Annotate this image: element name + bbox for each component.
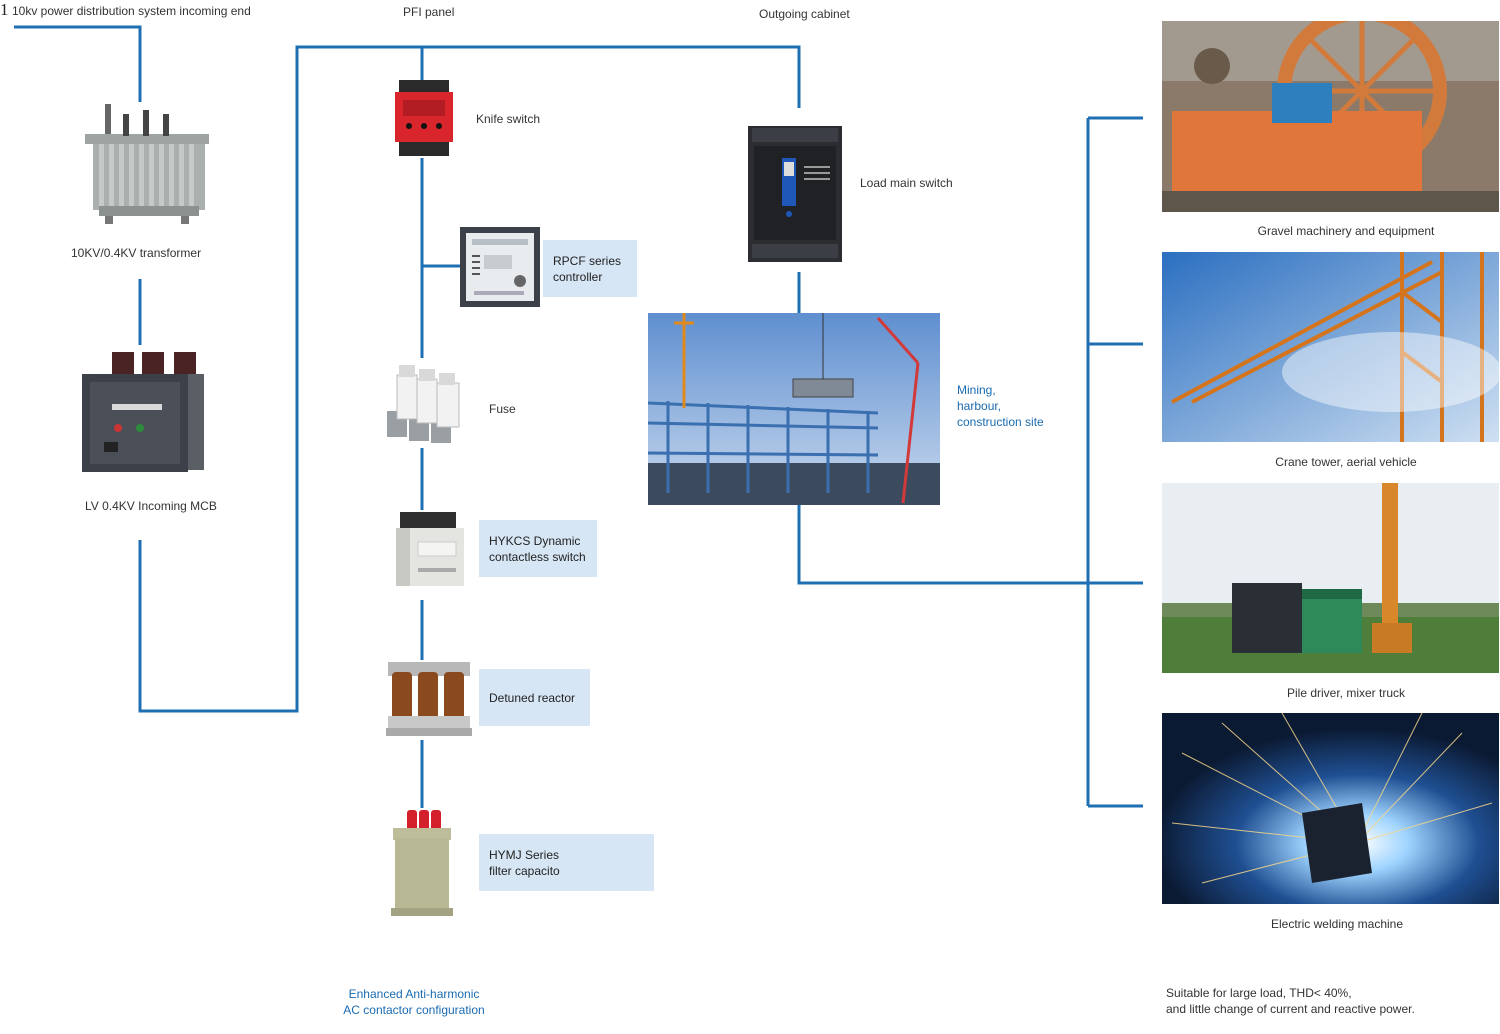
filter-capacitor-label-box: HYMJ Series filter capacito	[479, 834, 654, 891]
rpcf-label-line-1: RPCF series	[553, 253, 622, 268]
gravel-machinery-photo	[1162, 21, 1499, 212]
mcb-image	[82, 352, 204, 474]
wire-mcb-bus	[138, 45, 801, 713]
fuse-image	[385, 365, 467, 445]
knife-switch-image	[395, 80, 453, 158]
hykcs-label-line-1: HYKCS Dynamic	[489, 533, 581, 548]
knife-switch-label: Knife switch	[476, 112, 541, 126]
pfi-panel-label: PFI panel	[403, 5, 455, 19]
app-label-welding: Electric welding machine	[1270, 917, 1404, 931]
crane-tower-photo	[1162, 252, 1499, 442]
welding-photo	[1162, 713, 1499, 904]
hymj-label-line-2: filter capacito	[489, 863, 560, 878]
filter-capacitor-image	[389, 810, 455, 918]
pfi-footer-line-1: Enhanced Anti-harmonic	[348, 987, 480, 1001]
construction-site-photo	[648, 313, 940, 505]
outgoing-cabinet-label: Outgoing cabinet	[759, 7, 850, 21]
apps-footer-line-1: Suitable for large load, THD< 40%,	[1166, 986, 1352, 1000]
load-main-switch-image	[748, 126, 842, 262]
site-label-line-2: harbour,	[957, 399, 1002, 413]
transformer-label: 10KV/0.4KV transformer	[71, 246, 202, 260]
rpcf-label-line-2: controller	[553, 269, 603, 284]
fuse-label: Fuse	[489, 402, 516, 416]
pile-driver-photo	[1162, 483, 1499, 673]
apps-footer-line-2: and little change of current and reactiv…	[1166, 1002, 1415, 1016]
rpcf-controller-image	[460, 227, 540, 307]
transformer-image	[85, 104, 211, 226]
load-main-switch-label: Load main switch	[860, 176, 953, 190]
detuned-reactor-label: Detuned reactor	[489, 690, 576, 705]
site-label-line-1: Mining,	[957, 383, 996, 397]
applications-footer-note: Suitable for large load, THD< 40%, and l…	[1166, 985, 1415, 1017]
app-label-pile: Pile driver, mixer truck	[1286, 686, 1406, 700]
app-label-crane: Crane tower, aerial vehicle	[1275, 455, 1417, 469]
site-label-line-3: construction site	[957, 415, 1044, 429]
site-label: Mining, harbour, construction site	[957, 382, 1044, 430]
detuned-reactor-image	[386, 658, 472, 738]
app-label-gravel: Gravel machinery and equipment	[1257, 224, 1435, 238]
pfi-footer-note: Enhanced Anti-harmonic AC contactor conf…	[340, 986, 488, 1018]
wire-site-apps	[797, 504, 1143, 585]
pfi-footer-line-2: AC contactor configuration	[343, 1003, 485, 1017]
incoming-end-label: 10kv power distribution system incoming …	[12, 4, 251, 18]
hykcs-label-line-2: contactless switch	[489, 549, 586, 564]
rpcf-controller-label-box: RPCF series controller	[543, 240, 637, 297]
hymj-label-line-1: HYMJ Series	[489, 847, 560, 862]
mcb-label: LV 0.4KV Incoming MCB	[85, 499, 217, 513]
diagram-index: 1	[0, 0, 9, 19]
hykcs-label-box: HYKCS Dynamic contactless switch	[479, 520, 597, 577]
detuned-reactor-label-box: Detuned reactor	[479, 669, 590, 726]
hykcs-switch-image	[396, 512, 464, 588]
wire-incoming	[14, 25, 142, 102]
